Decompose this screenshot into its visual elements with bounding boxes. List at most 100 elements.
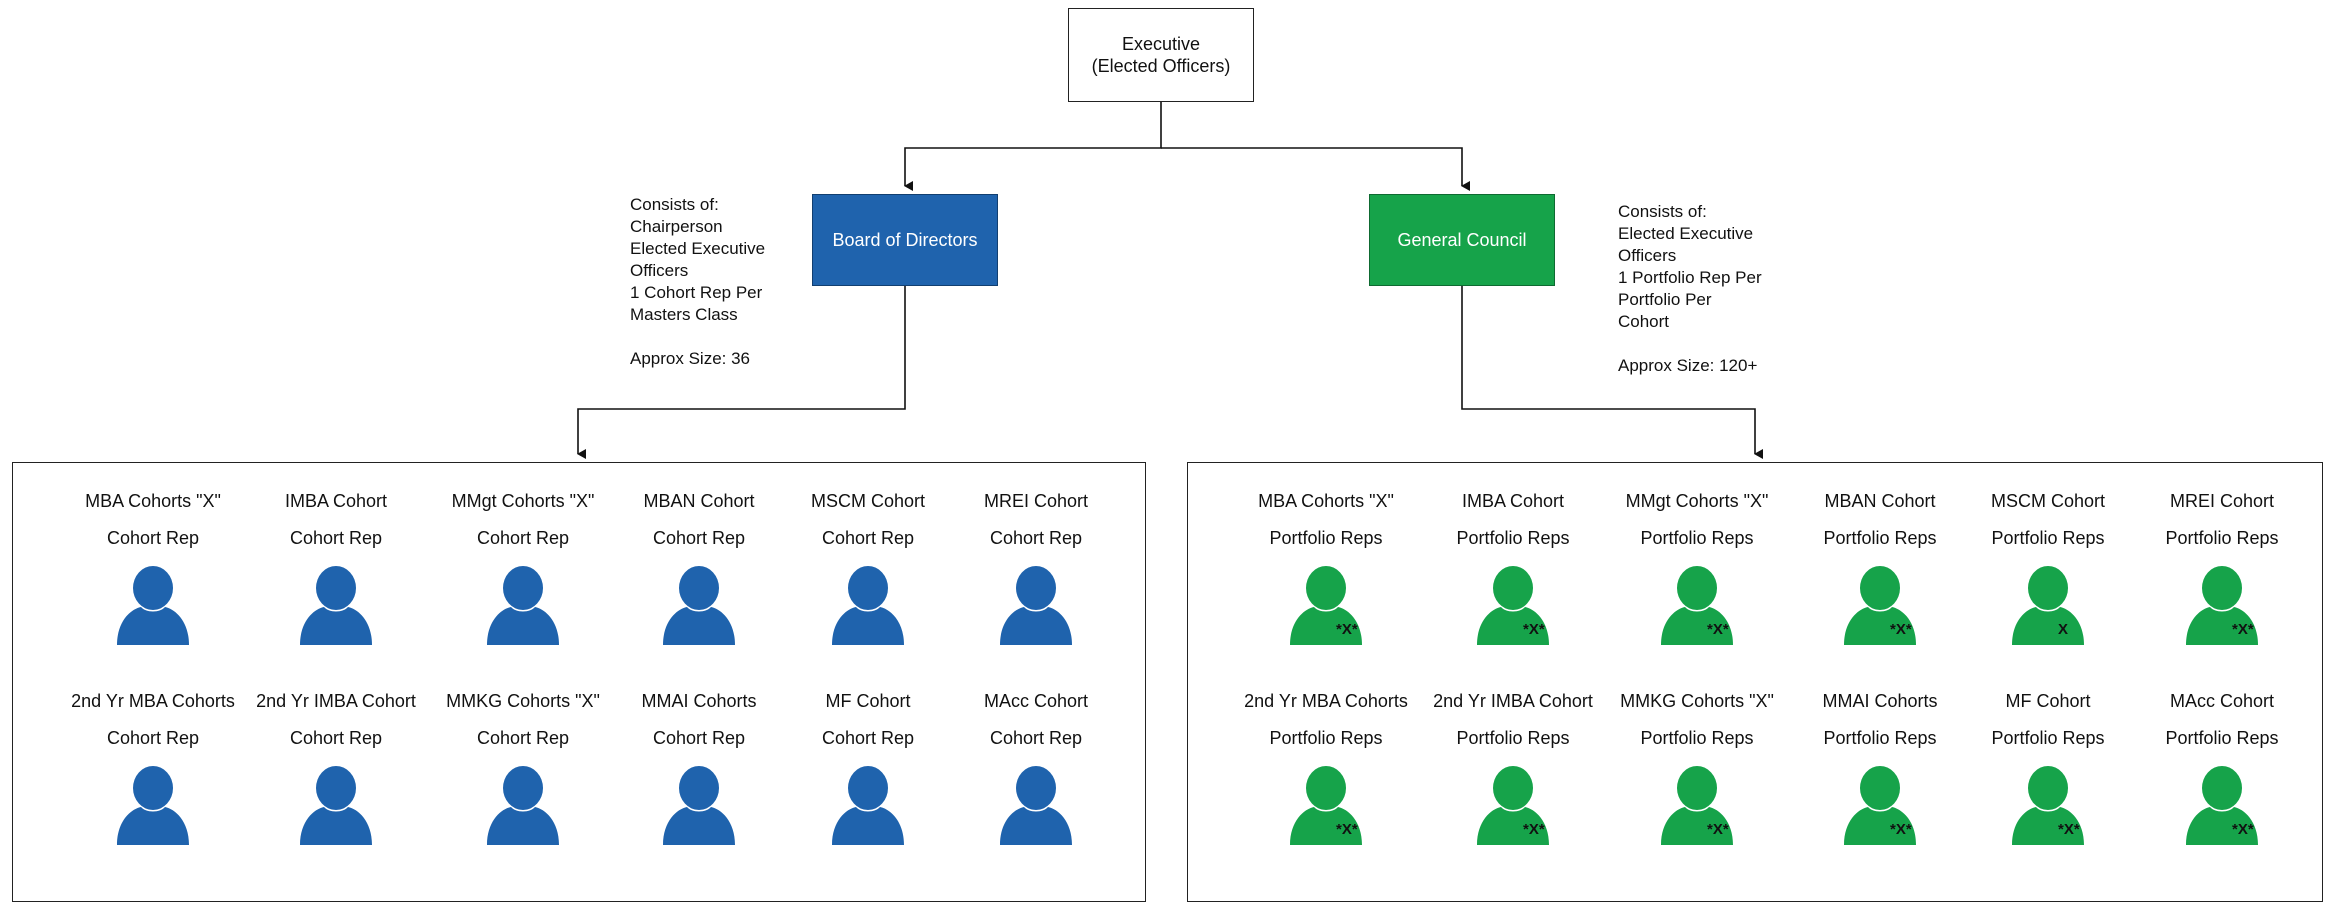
board-member-card: MMKG Cohorts "X" Cohort Rep: [423, 690, 623, 845]
council-member-role: Portfolio Reps: [1991, 528, 2105, 548]
person-icon-shape: [832, 766, 904, 845]
board-member-name: 2nd Yr IMBA Cohort: [256, 691, 416, 711]
council-member-role: Portfolio Reps: [1269, 728, 1383, 748]
council-member-role: Portfolio Reps: [1456, 528, 1570, 548]
board-member-name: MREI Cohort: [983, 491, 1089, 511]
board-member-name: MMAI Cohorts: [641, 691, 757, 711]
person-icon-shape: [1290, 766, 1362, 845]
multiplier-mark: X: [2058, 621, 2069, 638]
board-member-role: Cohort Rep: [289, 728, 383, 748]
board-member-name: MMKG Cohorts "X": [446, 691, 600, 711]
person-icon-shape: [117, 766, 189, 845]
council-member-role: Portfolio Reps: [2165, 728, 2279, 748]
board-member-role: Cohort Rep: [989, 728, 1083, 748]
person-icon: [996, 763, 1076, 845]
person-icon-shape: [1661, 766, 1733, 845]
person-icon-shape: [2012, 566, 2084, 645]
connector-council-panel: [1461, 286, 1763, 459]
person-icon: [483, 563, 563, 645]
connector-board-panel: [577, 286, 906, 459]
board-composition-note: Consists of: Chairperson Elected Executi…: [630, 195, 766, 368]
council-member-name: MREI Cohort: [2169, 491, 2275, 511]
person-icon: [296, 763, 376, 845]
person-icon: [828, 563, 908, 645]
council-member-role: Portfolio Reps: [2165, 528, 2279, 548]
board-member-name: MF Cohort: [825, 691, 911, 711]
multiplier-mark: *X*: [1523, 821, 1545, 838]
board-member-name: MAcc Cohort: [983, 691, 1089, 711]
executive-subtitle: (Elected Officers): [1091, 56, 1231, 76]
council-member-name: IMBA Cohort: [1461, 491, 1565, 511]
multiplier-mark: *X*: [1707, 821, 1729, 838]
person-icon-shape: [1290, 566, 1362, 645]
council-member-role: Portfolio Reps: [1823, 728, 1937, 748]
board-member-role: Cohort Rep: [289, 528, 383, 548]
council-composition-note: Consists of: Elected Executive Officers …: [1618, 202, 1762, 375]
general-council-box: General Council: [1369, 194, 1555, 286]
person-icon-shape: [1844, 766, 1916, 845]
council-member-name: 2nd Yr IMBA Cohort: [1433, 691, 1593, 711]
board-title: Board of Directors: [832, 229, 978, 250]
person-icon: [828, 763, 908, 845]
person-icon-shape: [300, 566, 372, 645]
person-icon-shape: [1661, 566, 1733, 645]
person-icon: *X*: [1840, 763, 1920, 845]
person-icon: *X*: [1286, 763, 1366, 845]
board-member-name: IMBA Cohort: [284, 491, 388, 511]
person-icon-shape: [2186, 766, 2258, 845]
person-icon: [659, 763, 739, 845]
person-icon-shape: [487, 766, 559, 845]
council-member-role: Portfolio Reps: [1269, 528, 1383, 548]
council-member-card: MMKG Cohorts "X"Portfolio Reps*X*: [1597, 690, 1797, 845]
board-member-role: Cohort Rep: [821, 528, 915, 548]
council-title: General Council: [1397, 229, 1527, 250]
person-icon-shape: [300, 766, 372, 845]
council-member-role: Portfolio Reps: [1640, 528, 1754, 548]
person-icon: *X*: [1473, 763, 1553, 845]
board-member-role: Cohort Rep: [989, 528, 1083, 548]
person-icon-shape: [1477, 566, 1549, 645]
board-member-role: Cohort Rep: [106, 728, 200, 748]
person-icon-shape: [1000, 766, 1072, 845]
council-member-name: 2nd Yr MBA Cohorts: [1244, 691, 1408, 711]
board-member-role: Cohort Rep: [821, 728, 915, 748]
council-member-name: MBAN Cohort: [1824, 491, 1936, 511]
person-icon-shape: [663, 766, 735, 845]
person-icon-shape: [832, 566, 904, 645]
board-member-role: Cohort Rep: [652, 728, 746, 748]
person-icon: [659, 563, 739, 645]
council-member-card: MMgt Cohorts "X"Portfolio Reps*X*: [1597, 490, 1797, 645]
multiplier-mark: *X*: [2058, 821, 2080, 838]
person-icon: *X*: [2182, 763, 2262, 845]
board-member-role: Cohort Rep: [476, 728, 570, 748]
person-icon: *X*: [1840, 563, 1920, 645]
person-icon: *X*: [1657, 763, 1737, 845]
board-member-name: MMgt Cohorts "X": [451, 491, 595, 511]
council-member-name: MAcc Cohort: [2169, 691, 2275, 711]
council-member-name: MSCM Cohort: [1990, 491, 2106, 511]
person-icon-shape: [2012, 766, 2084, 845]
person-icon: *X*: [2182, 563, 2262, 645]
board-members-panel: [12, 462, 1146, 902]
multiplier-mark: *X*: [1707, 621, 1729, 638]
multiplier-mark: *X*: [2232, 821, 2254, 838]
council-member-card: MBA Cohorts "X"Portfolio Reps*X*: [1226, 490, 1426, 645]
person-icon: [296, 563, 376, 645]
council-member-name: MMAI Cohorts: [1822, 691, 1938, 711]
executive-title: Executive: [1121, 34, 1201, 54]
multiplier-mark: *X*: [1336, 621, 1358, 638]
board-member-card: MBA Cohorts "X"Cohort Rep: [53, 490, 253, 645]
board-member-name: MBAN Cohort: [643, 491, 755, 511]
person-icon: [113, 563, 193, 645]
